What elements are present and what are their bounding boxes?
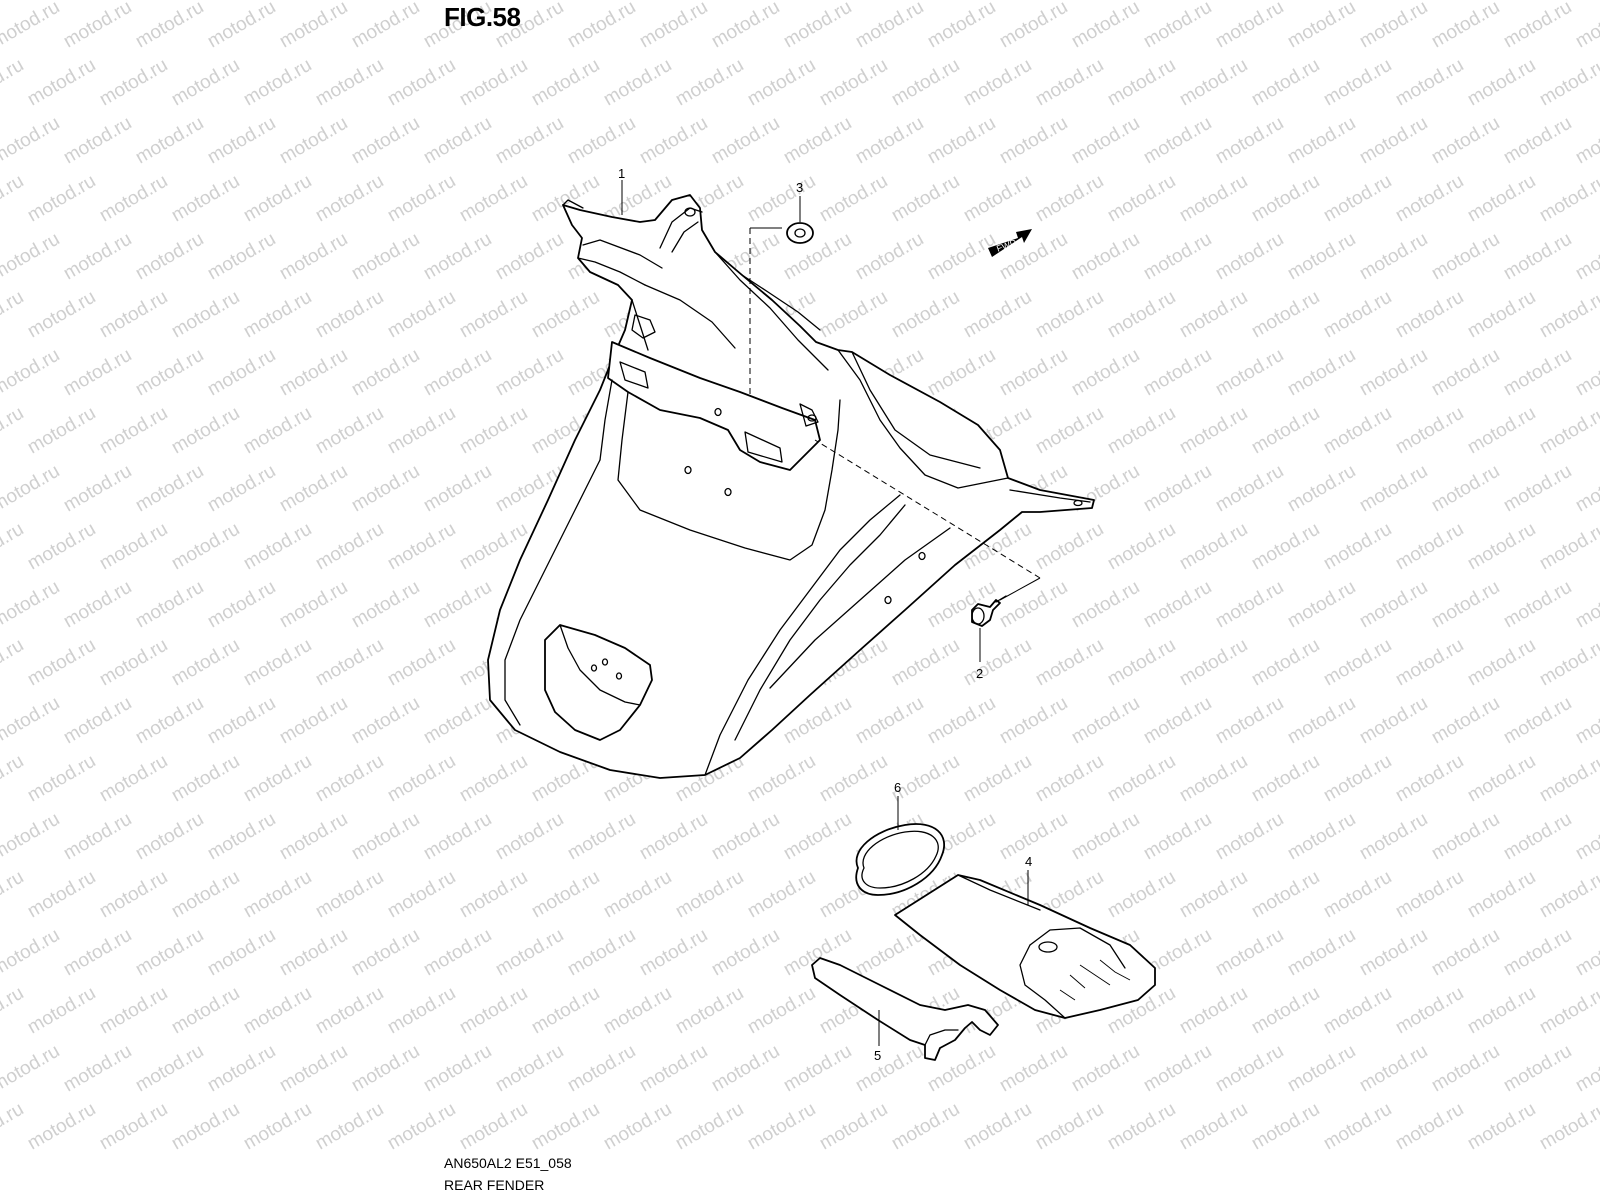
leader-lines (621, 180, 1041, 1046)
washer-part-3 (786, 222, 814, 244)
callout-4: 4 (1025, 854, 1032, 869)
band-part-6 (855, 823, 945, 896)
figure-title: FIG.58 (444, 2, 521, 32)
forward-direction-arrow: FWD (988, 229, 1032, 257)
callout-5: 5 (874, 1048, 881, 1063)
forward-arrow-label: FWD (995, 237, 1018, 254)
callout-2: 2 (976, 666, 983, 681)
tool-bag-part-4 (894, 874, 1156, 1019)
callout-3: 3 (796, 180, 803, 195)
rear-fender-part-1 (487, 194, 1095, 779)
diagram-code: AN650AL2 E51_058 (444, 1155, 572, 1171)
callout-6: 6 (894, 780, 901, 795)
callout-labels: 1 2 3 4 5 6 (618, 166, 1032, 1063)
spanner-part-5 (811, 957, 999, 1061)
callout-1: 1 (618, 166, 625, 181)
screw-part-2 (971, 595, 1007, 627)
diagram-name: REAR FENDER (444, 1177, 545, 1193)
